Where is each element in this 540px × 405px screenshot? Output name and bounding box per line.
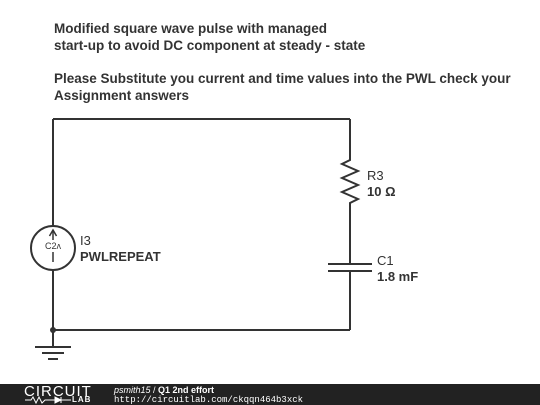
circuit-url[interactable]: http://circuitlab.com/ckqqn464b3xck: [114, 395, 304, 405]
capacitor-name: C1: [377, 253, 394, 268]
note-line-1: Modified square wave pulse with managed: [54, 21, 328, 36]
current-source-circle: [30, 225, 76, 271]
current-source-i3[interactable]: C2ʌ: [30, 225, 76, 271]
wires: [52, 118, 351, 347]
note-line-2: start-up to avoid DC component at steady…: [54, 38, 366, 53]
footer-bar: CIRCUIT LAB psmith15 / Q1 2nd effort htt…: [0, 383, 540, 405]
logo-resistor-icon: [25, 396, 71, 404]
circuitlab-logo[interactable]: CIRCUIT LAB: [24, 383, 104, 405]
resistor-name: R3: [367, 168, 384, 183]
junction-dot: [50, 327, 56, 333]
current-source-name: I3: [80, 233, 91, 248]
current-source-value: PWLREPEAT: [80, 249, 161, 264]
title-separator: /: [150, 385, 159, 395]
capacitor-value: 1.8 mF: [377, 269, 418, 284]
note-line-3: Please Substitute you current and time v…: [54, 71, 511, 86]
resistor-r3[interactable]: [339, 155, 361, 208]
circuit-title-line: psmith15 / Q1 2nd effort: [114, 385, 303, 395]
resistor-value: 10 Ω: [367, 184, 396, 199]
author-link[interactable]: psmith15: [114, 385, 151, 395]
logo-circuit-text: CIRCUIT: [24, 383, 92, 400]
capacitor-c1[interactable]: [328, 263, 372, 272]
schematic-note: Modified square wave pulse with managed …: [54, 20, 524, 104]
current-source-symbol-text: C2ʌ: [45, 241, 62, 251]
logo-lab-text: LAB: [72, 395, 92, 404]
circuit-meta: psmith15 / Q1 2nd effort http://circuitl…: [114, 385, 303, 405]
circuit-title[interactable]: Q1 2nd effort: [158, 385, 215, 395]
ground-symbol: [35, 346, 71, 360]
note-line-4: Assignment answers: [54, 88, 190, 103]
